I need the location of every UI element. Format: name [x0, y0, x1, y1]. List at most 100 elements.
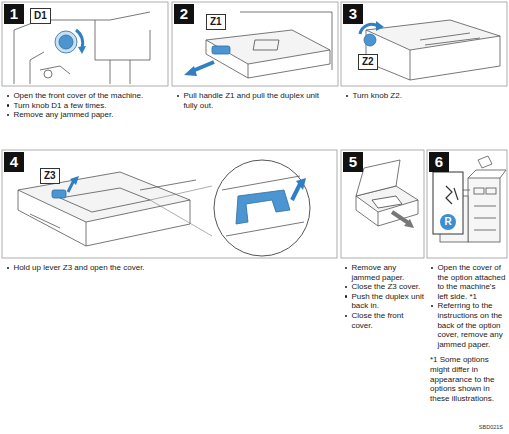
node-text: 3 — [349, 5, 357, 22]
line-art — [76, 30, 83, 48]
node-text: 6 — [435, 153, 443, 170]
bullet-dot — [177, 95, 179, 97]
bullet-dot — [431, 267, 433, 269]
line-art — [110, 60, 130, 84]
instruction-item: Remove any jammed paper. — [344, 263, 424, 282]
instruction-list: Open the front cover of the machine.Turn… — [6, 91, 166, 120]
step-number: 3 — [343, 4, 363, 24]
instruction-text: Pull handle Z1 and pull the duplex unit … — [183, 91, 326, 110]
step-number: 6 — [429, 152, 449, 172]
instruction-text: Remove any jammed paper. — [13, 110, 166, 120]
footnote-text: *1 Some options might differ in appearan… — [430, 355, 508, 403]
panel-frame — [2, 150, 337, 258]
line-art — [214, 160, 310, 256]
instruction-item: Turn knob D1 a few times. — [6, 101, 166, 111]
node-text: 4 — [10, 153, 18, 170]
line-art — [474, 206, 496, 230]
line-art — [372, 196, 402, 208]
bullet-dot — [345, 286, 347, 288]
callout-label: Z1 — [206, 14, 226, 30]
callout-label: Z3 — [40, 168, 60, 184]
node-text: 1 — [10, 5, 18, 22]
instruction-list: Hold up lever Z3 and open the cover. — [6, 263, 306, 273]
step-number: 4 — [4, 152, 24, 172]
panel-frame — [172, 2, 338, 86]
node-text: R — [444, 216, 451, 227]
line-art — [360, 24, 378, 34]
callout-label: Z2 — [358, 54, 378, 70]
line-art — [55, 31, 77, 53]
node-text: Z1 — [210, 16, 222, 27]
instruction-text: Remove any jammed paper. — [351, 263, 424, 282]
line-art — [433, 172, 463, 234]
line-art — [206, 12, 332, 78]
bullet-dot — [7, 267, 9, 269]
panel-frame — [2, 2, 168, 86]
line-art — [44, 70, 52, 78]
node-text: D1 — [34, 10, 47, 21]
bullet-dot — [7, 95, 9, 97]
knob-unit-art — [360, 20, 500, 80]
instruction-list: Turn knob Z2. — [345, 91, 495, 101]
line-art — [420, 33, 480, 45]
line-art — [86, 200, 190, 246]
instruction-item: Close the Z3 cover. — [344, 282, 424, 292]
instruction-item: Turn knob Z2. — [345, 91, 495, 101]
bullet-dot — [346, 95, 348, 97]
bullet-dot — [431, 305, 433, 307]
instruction-item: Referring to the instructions on the bac… — [430, 301, 508, 349]
line-art — [366, 20, 500, 50]
callout-label: R — [440, 214, 456, 230]
node-text: Z2 — [362, 56, 374, 67]
instruction-item: Pull handle Z1 and pull the duplex unit … — [176, 91, 326, 110]
node-text: Z3 — [44, 170, 56, 181]
line-art — [236, 190, 290, 224]
line-art — [206, 30, 330, 64]
line-art — [248, 50, 330, 78]
line-art — [30, 214, 60, 228]
line-art — [404, 219, 414, 228]
line-art — [486, 188, 496, 194]
instruction-text: Referring to the instructions on the bac… — [437, 301, 508, 349]
step-number: 2 — [174, 4, 194, 24]
line-art — [18, 190, 86, 246]
line-art — [364, 34, 376, 46]
panel-frame — [427, 150, 507, 258]
panel-frames — [2, 2, 507, 258]
line-art — [474, 188, 484, 194]
line-art — [222, 176, 304, 236]
instruction-text: Hold up lever Z3 and open the cover. — [13, 263, 306, 273]
line-art — [356, 160, 418, 226]
instruction-item: *1 Some options might differ in appearan… — [430, 355, 508, 403]
bullet-dot — [7, 114, 9, 116]
instruction-item: Remove any jammed paper. — [6, 110, 166, 120]
instruction-item: Open the front cover of the machine. — [6, 91, 166, 101]
bullet-dot — [345, 315, 347, 317]
node-text: 5 — [349, 153, 357, 170]
instruction-text: Turn knob D1 a few times. — [13, 101, 166, 111]
instruction-list: Pull handle Z1 and pull the duplex unit … — [176, 91, 326, 110]
bullet-dot — [345, 295, 347, 297]
line-art — [468, 170, 506, 178]
line-art — [366, 20, 500, 80]
duplex-unit-art — [184, 12, 332, 78]
line-art — [468, 178, 500, 242]
instruction-item: Open the cover of the option attached to… — [430, 263, 508, 301]
instruction-list: Remove any jammed paper.Close the Z3 cov… — [344, 263, 424, 330]
line-art — [52, 190, 66, 198]
line-art — [95, 20, 150, 60]
figure-code: SBD021S — [479, 424, 503, 431]
line-art — [184, 66, 197, 76]
line-art — [150, 186, 212, 236]
node-text: 2 — [180, 5, 188, 22]
lever-art — [18, 160, 310, 256]
step-number: 1 — [4, 4, 24, 24]
line-art — [292, 184, 300, 200]
open-cover-art — [356, 160, 418, 228]
instruction-text: Open the front cover of the machine. — [13, 91, 166, 101]
line-art — [222, 176, 304, 236]
bullet-dot — [345, 267, 347, 269]
line-art — [253, 40, 279, 50]
instruction-item: Hold up lever Z3 and open the cover. — [6, 263, 306, 273]
panel-frame — [341, 2, 507, 86]
